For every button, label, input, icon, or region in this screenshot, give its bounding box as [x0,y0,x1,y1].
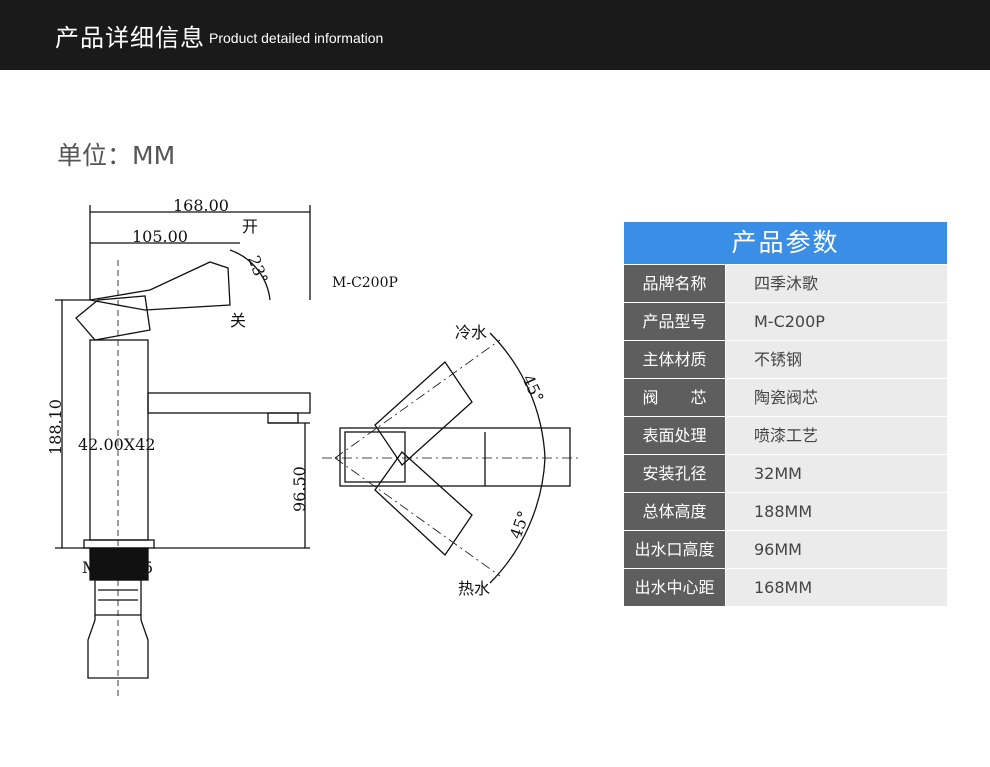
param-value: 188MM [726,493,947,530]
param-key: 产品型号 [624,303,725,340]
label-open: 开 [242,217,258,236]
param-key: 出水中心距 [624,569,725,606]
angle-45-bottom: 45° [506,508,534,541]
param-key: 表面处理 [624,417,725,454]
dim-105: 105.00 [132,227,188,246]
param-value: 四季沐歌 [726,265,947,302]
param-key: 总体高度 [624,493,725,530]
params-row: 阀 芯陶瓷阀芯 [624,379,947,416]
param-key: 出水口高度 [624,531,725,568]
technical-drawing: 168.00 105.00 开 关 23° M-C200P 188.10 42.… [46,196,580,700]
dim-base: 42.00X42 [78,435,156,454]
param-value: 32MM [726,455,947,492]
label-cold: 冷水 [455,323,487,342]
param-key: 安装孔径 [624,455,725,492]
angle-23: 23° [244,253,272,286]
param-value: 喷漆工艺 [726,417,947,454]
angle-45-top: 45° [518,372,547,406]
label-hot: 热水 [458,579,490,598]
header-title-cn: 产品详细信息 [55,24,205,52]
param-key: 阀 芯 [624,379,725,416]
dim-188: 188.10 [46,399,65,455]
param-value: M-C200P [726,303,947,340]
params-title: 产品参数 [624,222,947,264]
param-key: 品牌名称 [624,265,725,302]
page-header: 产品详细信息 Product detailed information [0,0,990,70]
label-close: 关 [230,311,246,330]
param-value: 96MM [726,531,947,568]
param-value: 168MM [726,569,947,606]
params-row: 品牌名称四季沐歌 [624,265,947,302]
unit-label: 单位：MM [57,141,176,170]
params-row: 表面处理喷漆工艺 [624,417,947,454]
param-value: 不锈钢 [726,341,947,378]
thread-m: M [82,558,98,577]
param-value: 陶瓷阀芯 [726,379,947,416]
param-key: 主体材质 [624,341,725,378]
params-row: 主体材质不锈钢 [624,341,947,378]
thread-5: 5 [143,558,153,577]
dim-168: 168.00 [173,196,229,215]
model-label: M-C200P [332,275,398,291]
dim-96: 96.50 [290,466,309,512]
header-title-en: Product detailed information [209,30,384,46]
